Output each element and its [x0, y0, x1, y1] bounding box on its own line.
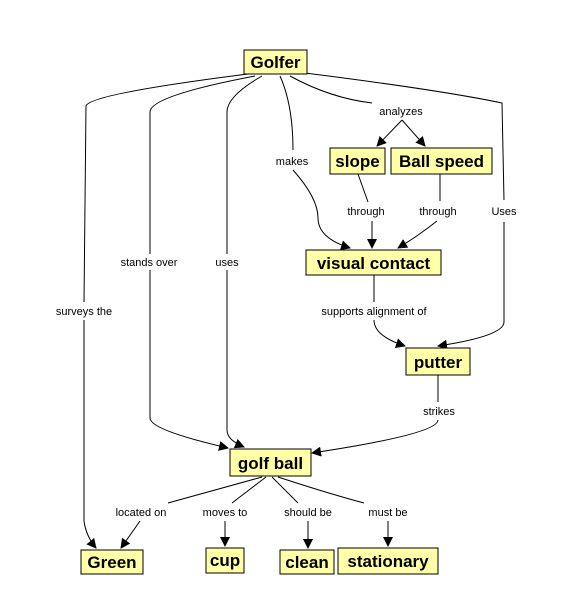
edge-located-on-green: [120, 520, 141, 549]
node-visual-contact[interactable]: visual contact: [305, 249, 442, 276]
node-golfer-label: Golfer: [250, 53, 300, 72]
edge-golfer-stands-over: [149, 75, 256, 254]
edge-golf-ball-should-be: [271, 476, 299, 504]
link-label-uses-lower: uses: [215, 257, 239, 269]
link-label-strikes: strikes: [423, 406, 455, 418]
edge-supports-putter: [373, 319, 406, 348]
nodes: Golfer slope Ball speed visual contact p…: [80, 49, 493, 575]
edge-strikes-golf-ball: [311, 419, 439, 457]
edge-slope-through: [357, 173, 369, 203]
node-golf-ball-label: golf ball: [238, 454, 303, 473]
edge-golfer-uses-lower: [226, 75, 263, 254]
edge-analyzes-ball-speed: [401, 119, 426, 147]
edge-golfer-surveys-the: [83, 73, 249, 303]
edge-stands-over-golf-ball: [149, 270, 229, 451]
node-clean-label: clean: [285, 553, 328, 572]
node-stationary[interactable]: stationary: [337, 547, 439, 575]
edge-makes-visual-contact: [292, 169, 351, 251]
edge-uses-upper-putter: [437, 222, 505, 350]
node-slope[interactable]: slope: [329, 147, 386, 175]
node-putter-label: putter: [414, 353, 463, 372]
link-label-located-on: located on: [116, 507, 167, 519]
node-green[interactable]: Green: [80, 549, 144, 575]
node-stationary-label: stationary: [347, 552, 429, 571]
edge-golf-ball-moves-to: [231, 476, 267, 504]
node-putter[interactable]: putter: [405, 347, 471, 376]
edges: [83, 72, 505, 549]
edge-golf-ball-must-be: [277, 476, 365, 504]
node-golfer[interactable]: Golfer: [243, 49, 308, 75]
link-label-stands-over: stands over: [121, 257, 178, 269]
edge-golfer-uses-upper: [304, 72, 505, 201]
edge-golfer-makes: [279, 75, 294, 151]
link-labels: analyzes makes Uses through through stan…: [48, 103, 522, 520]
link-label-supports-alignment-of: supports alignment of: [321, 306, 427, 318]
node-slope-label: slope: [335, 152, 379, 171]
node-cup-label: cup: [210, 551, 240, 570]
node-green-label: Green: [87, 553, 136, 572]
node-cup[interactable]: cup: [205, 547, 245, 574]
link-label-through-speed: through: [419, 206, 456, 218]
edge-golfer-analyzes: [289, 75, 373, 104]
edge-golf-ball-located-on: [167, 476, 263, 504]
edge-through-visual-contact-2: [397, 220, 438, 249]
link-label-should-be: should be: [284, 507, 332, 519]
edge-surveys-the-green: [83, 320, 97, 549]
link-label-must-be: must be: [368, 507, 407, 519]
edge-analyzes-slope: [376, 119, 403, 147]
link-label-analyzes: analyzes: [379, 106, 423, 118]
node-ball-speed[interactable]: Ball speed: [390, 147, 493, 175]
node-visual-contact-label: visual contact: [317, 254, 431, 273]
link-label-moves-to: moves to: [203, 507, 248, 519]
node-clean[interactable]: clean: [279, 549, 335, 575]
node-ball-speed-label: Ball speed: [399, 152, 484, 171]
link-label-uses-upper: Uses: [491, 206, 517, 218]
link-label-through-slope: through: [347, 206, 384, 218]
edge-uses-lower-golf-ball: [226, 270, 245, 449]
link-label-surveys-the: surveys the: [56, 306, 112, 318]
node-golf-ball[interactable]: golf ball: [229, 448, 312, 477]
link-label-makes: makes: [276, 156, 309, 168]
